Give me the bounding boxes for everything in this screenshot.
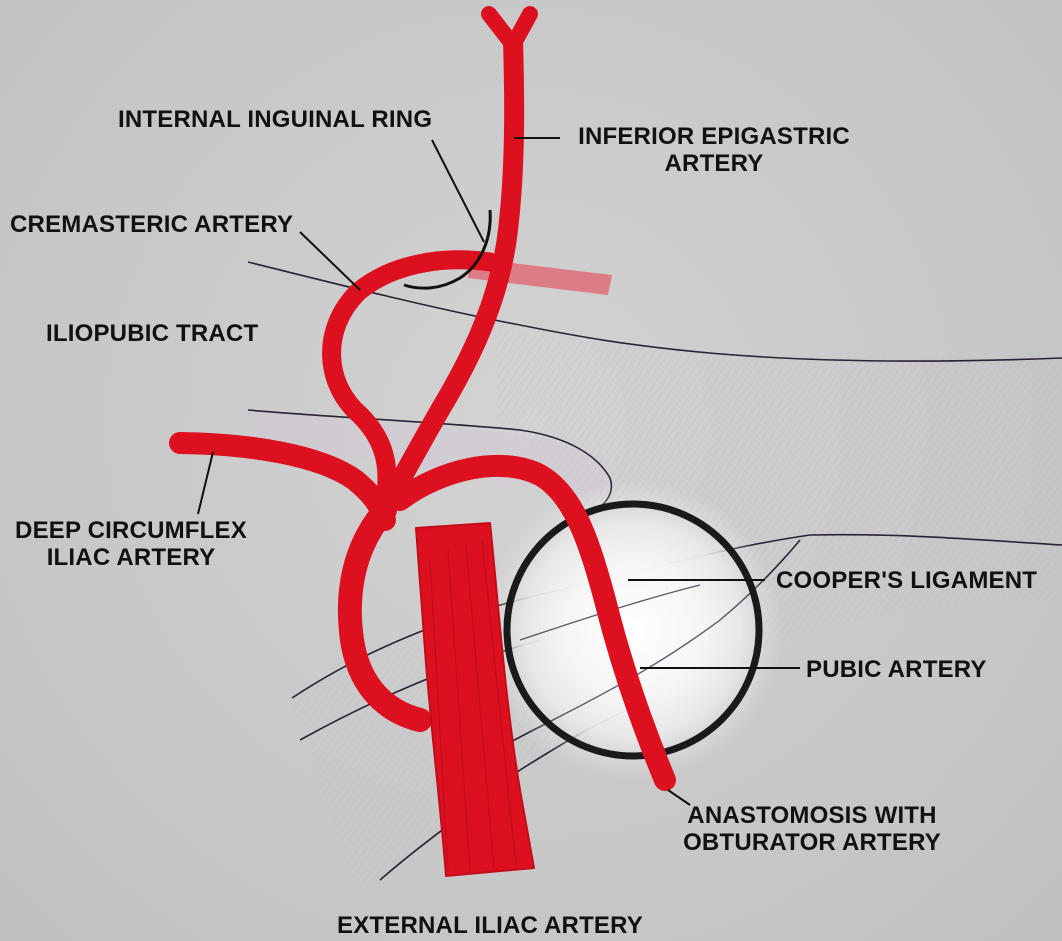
external-iliac-artery-text: EXTERNAL ILIAC ARTERY bbox=[337, 912, 643, 939]
label-inferior-epigastric-artery: INFERIOR EPIGASTRIC ARTERY bbox=[574, 123, 854, 177]
label-internal-inguinal-ring: INTERNAL INGUINAL RING bbox=[118, 106, 432, 133]
inferior-epigastric-line1: INFERIOR EPIGASTRIC bbox=[574, 123, 854, 150]
epigastric-fork-right bbox=[513, 14, 530, 45]
leader-cremasteric bbox=[300, 232, 360, 290]
label-cremasteric-artery: CREMASTERIC ARTERY bbox=[10, 211, 293, 238]
pubic-artery-text: PUBIC ARTERY bbox=[806, 656, 987, 683]
label-external-iliac-artery: EXTERNAL ILIAC ARTERY bbox=[337, 912, 643, 939]
deep-circumflex-line2: ILIAC ARTERY bbox=[12, 544, 250, 571]
leader-deep-circumflex bbox=[198, 452, 213, 514]
label-iliopubic-tract: ILIOPUBIC TRACT bbox=[46, 320, 258, 347]
leader-internal-inguinal-ring bbox=[432, 140, 484, 242]
label-deep-circumflex-iliac-artery: DEEP CIRCUMFLEX ILIAC ARTERY bbox=[12, 517, 250, 571]
anastomosis-line1: ANASTOMOSIS WITH bbox=[670, 802, 954, 829]
label-anastomosis-obturator: ANASTOMOSIS WITH OBTURATOR ARTERY bbox=[670, 802, 954, 856]
coopers-ligament-text: COOPER'S LIGAMENT bbox=[776, 567, 1037, 594]
internal-inguinal-ring-text: INTERNAL INGUINAL RING bbox=[118, 106, 432, 133]
cremasteric-artery-text: CREMASTERIC ARTERY bbox=[10, 211, 293, 238]
iliopubic-tract-text: ILIOPUBIC TRACT bbox=[46, 320, 258, 347]
anastomosis-line2: OBTURATOR ARTERY bbox=[670, 829, 954, 856]
deep-circumflex-line1: DEEP CIRCUMFLEX bbox=[12, 517, 250, 544]
label-pubic-artery: PUBIC ARTERY bbox=[806, 656, 987, 683]
label-coopers-ligament: COOPER'S LIGAMENT bbox=[776, 567, 1037, 594]
inferior-epigastric-line2: ARTERY bbox=[574, 150, 854, 177]
